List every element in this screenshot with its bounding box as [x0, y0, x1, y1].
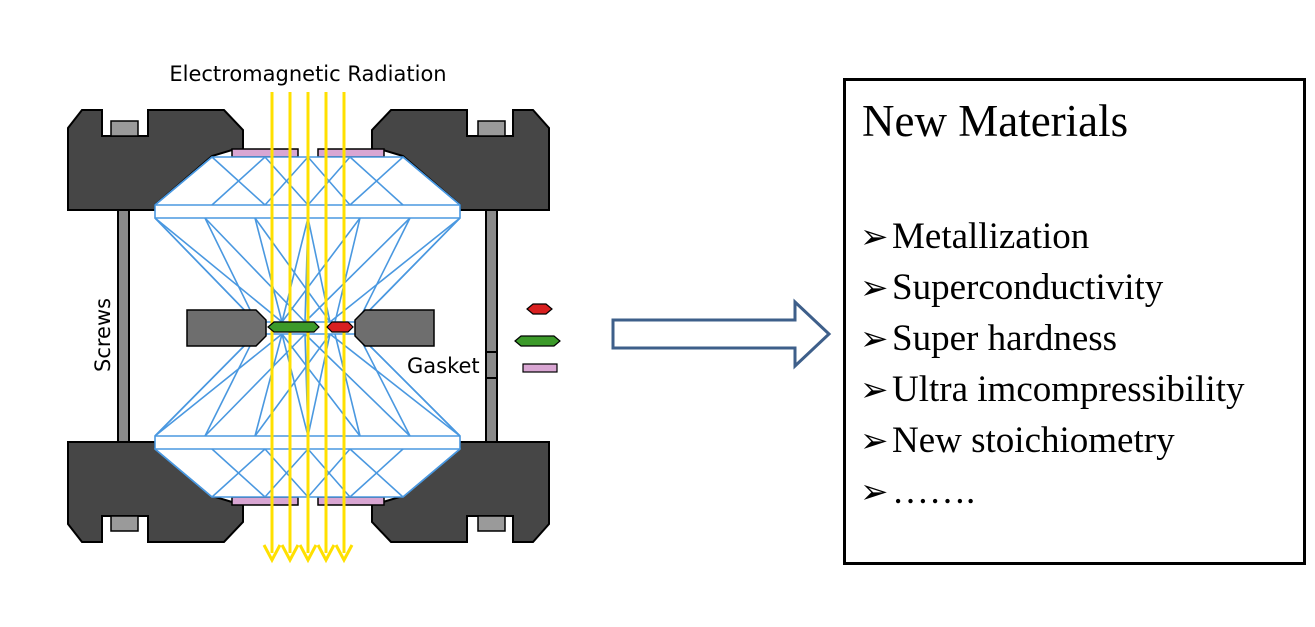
arrow-bullet-icon: ➢ — [860, 372, 889, 409]
arrow-bullet-icon: ➢ — [860, 423, 889, 460]
list-item: ➢Super hardness — [860, 314, 1244, 365]
legend-seat-sample — [522, 363, 558, 373]
legend-green-sample — [514, 335, 561, 347]
right-arrow — [605, 298, 835, 370]
bottom-left-seat — [231, 496, 299, 506]
list-item: ➢……. — [860, 467, 1244, 518]
right-screw — [485, 207, 498, 445]
arrow-bullet-icon: ➢ — [860, 321, 889, 358]
gasket-label: Gasket — [407, 354, 480, 378]
arrow-bullet-icon: ➢ — [860, 219, 889, 256]
screws-label: Screws — [91, 298, 115, 372]
left-screw — [117, 207, 130, 445]
box-title: New Materials — [862, 96, 1129, 146]
sample-green-in-cell — [267, 321, 320, 333]
arrow-bullet-icon: ➢ — [860, 474, 889, 511]
arrow-bullet-icon: ➢ — [860, 270, 889, 307]
gasket-right — [354, 309, 435, 347]
top-right-seat — [317, 148, 385, 158]
list-item: ➢Ultra imcompressibility — [860, 365, 1244, 416]
gasket-left — [186, 309, 267, 347]
list-item: ➢Superconductivity — [860, 263, 1244, 314]
top-left-seat — [231, 148, 299, 158]
list-item: ➢Metallization — [860, 212, 1244, 263]
materials-list: ➢Metallization ➢Superconductivity ➢Super… — [860, 212, 1244, 518]
sample-red-in-cell — [326, 321, 354, 333]
radiation-label: Electromagnetic Radiation — [169, 62, 446, 86]
bottom-right-seat — [317, 496, 385, 506]
list-item: ➢New stoichiometry — [860, 416, 1244, 467]
new-materials-box: New Materials ➢Metallization ➢Supercondu… — [843, 78, 1306, 565]
legend-red-sample — [526, 303, 553, 315]
